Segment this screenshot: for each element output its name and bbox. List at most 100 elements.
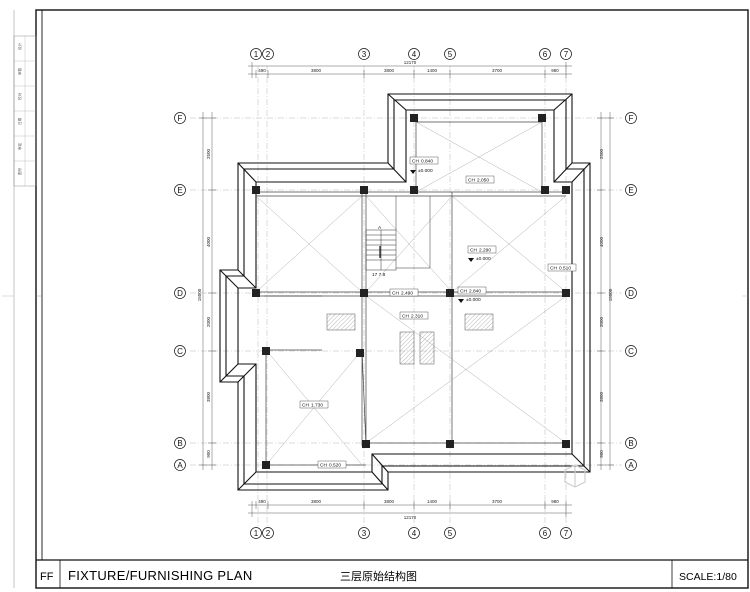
sheet-outer-border: [35, 9, 749, 589]
opening: [464, 313, 494, 331]
column: [562, 440, 570, 448]
dimension-lines-top: [248, 62, 572, 78]
ch-tag-6-label: CH: [402, 314, 409, 320]
axis-label-6-bottom: 6: [543, 529, 548, 538]
column: [360, 289, 368, 297]
hatched-openings: [326, 313, 494, 365]
ch-tag-2-label: CH: [470, 248, 477, 254]
plan-subtitle: 三层原始结构图: [340, 569, 417, 583]
axis-bubble-5-top: [444, 48, 456, 60]
axis-bubble-7-top: [560, 48, 572, 60]
left-dim-seg-1: 4000: [206, 236, 211, 247]
right-dim-seg-3: 3800: [599, 391, 604, 402]
axis-label-7-bottom: 7: [564, 529, 569, 538]
axis-bubble-6-top: [539, 48, 551, 60]
column: [562, 289, 570, 297]
ch-tag-1-label: CH: [468, 178, 475, 184]
top-dim-total: 12170: [404, 60, 417, 65]
column: [446, 289, 454, 297]
top-dim-seg-4: 3700: [492, 68, 503, 73]
bottom-dim-seg-2: 3800: [384, 499, 395, 504]
axis-label-5-bottom: 5: [448, 529, 453, 538]
title-block: FF FIXTURE/FURNISHING PLAN 三层原始结构图 SCALE…: [36, 559, 748, 588]
axis-label-C-left: C: [177, 347, 183, 356]
column: [360, 186, 368, 194]
strip-label-1: 审核: [17, 67, 22, 75]
opening: [419, 331, 435, 365]
ch-tag-0-label: CH: [412, 159, 419, 165]
axis-label-B-right: B: [628, 439, 633, 448]
ch-tag-0-value: 0.840: [421, 159, 433, 165]
left-dim-seg-0: 2500: [206, 148, 211, 159]
opening: [399, 331, 415, 365]
axis-bubble-1-top: [250, 48, 262, 60]
left-dim-seg-2: 2000: [206, 316, 211, 327]
axis-label-3-bottom: 3: [362, 529, 367, 538]
axis-label-B-left: B: [177, 439, 182, 448]
level-markers: [410, 170, 474, 303]
axis-label-5-top: 5: [448, 50, 453, 59]
axis-label-F-right: F: [629, 114, 634, 123]
plan-title: FIXTURE/FURNISHING PLAN: [68, 568, 253, 583]
axis-label-A-right: A: [628, 461, 634, 470]
axis-label-E-left: E: [177, 186, 182, 195]
strip-label-0: 设计: [17, 42, 22, 50]
left-dim-seg-4: 900: [206, 450, 211, 458]
axis-bubble-3-top: [358, 48, 370, 60]
axis-label-1-top: 1: [254, 50, 259, 59]
top-dim-seg-2: 3800: [384, 68, 395, 73]
top-dim-seg-5: 980: [551, 68, 559, 73]
roof-hip-lines: [255, 121, 567, 466]
ch-tag-4-label: CH: [392, 291, 399, 297]
column: [362, 440, 370, 448]
column: [541, 186, 549, 194]
axis-label-C-right: C: [628, 347, 634, 356]
dimension-lines-right: [597, 112, 614, 470]
axis-bubble-4-top: [408, 48, 420, 60]
exterior-walls: [219, 93, 591, 491]
top-dim-seg-1: 3800: [311, 68, 322, 73]
column: [538, 114, 546, 122]
ch-tag-2-value: 2.290: [479, 248, 491, 254]
axis-label-2-bottom: 2: [266, 529, 271, 538]
column: [252, 186, 260, 194]
strip-label-3: 日期: [17, 117, 22, 125]
strip-label-5: 图号: [17, 167, 22, 175]
ch-tag-8-label: CH: [320, 463, 327, 469]
ch-tag-6-value: 2.310: [411, 314, 423, 320]
logo-mark: [564, 464, 586, 488]
axis-label-4-top: 4: [412, 50, 417, 59]
ch-tag-4-value: 2.490: [401, 291, 413, 297]
axis-label-E-right: E: [628, 186, 633, 195]
column-axis-bottom: [250, 527, 572, 539]
top-dim-seg-0: 490: [258, 68, 266, 73]
opening: [326, 313, 356, 331]
column: [252, 289, 260, 297]
axis-label-6-top: 6: [543, 50, 548, 59]
ceiling-height-tags: [299, 156, 577, 469]
axis-label-7-top: 7: [564, 50, 569, 59]
row-axis-right: [625, 112, 637, 471]
left-dim-total: 15000: [197, 288, 202, 301]
ch-tag-5-label: CH: [460, 289, 467, 295]
stair-tread-note: 17 7.8: [372, 272, 386, 278]
axis-label-4-bottom: 4: [412, 529, 417, 538]
right-dim-seg-0: 2500: [599, 148, 604, 159]
column-axis-top: [250, 48, 572, 60]
ch-tag-1-value: 2.050: [477, 178, 489, 184]
ch-tag-7-value: 1.730: [311, 403, 323, 409]
ch-tag-0-level: ±0.000: [418, 168, 433, 174]
bottom-dim-seg-4: 3700: [492, 499, 503, 504]
axis-label-F-left: F: [178, 114, 183, 123]
ch-tag-5-level: ±0.000: [466, 297, 481, 303]
axis-label-2-top: 2: [266, 50, 271, 59]
axis-label-D-right: D: [628, 289, 634, 298]
axis-label-1-bottom: 1: [254, 529, 259, 538]
column: [262, 461, 270, 469]
axis-label-D-left: D: [177, 289, 183, 298]
ch-tag-7-label: CH: [302, 403, 309, 409]
strip-label-4: 审定: [17, 142, 22, 150]
right-dim-seg-1: 4000: [599, 236, 604, 247]
top-dim-seg-3: 1400: [427, 68, 438, 73]
